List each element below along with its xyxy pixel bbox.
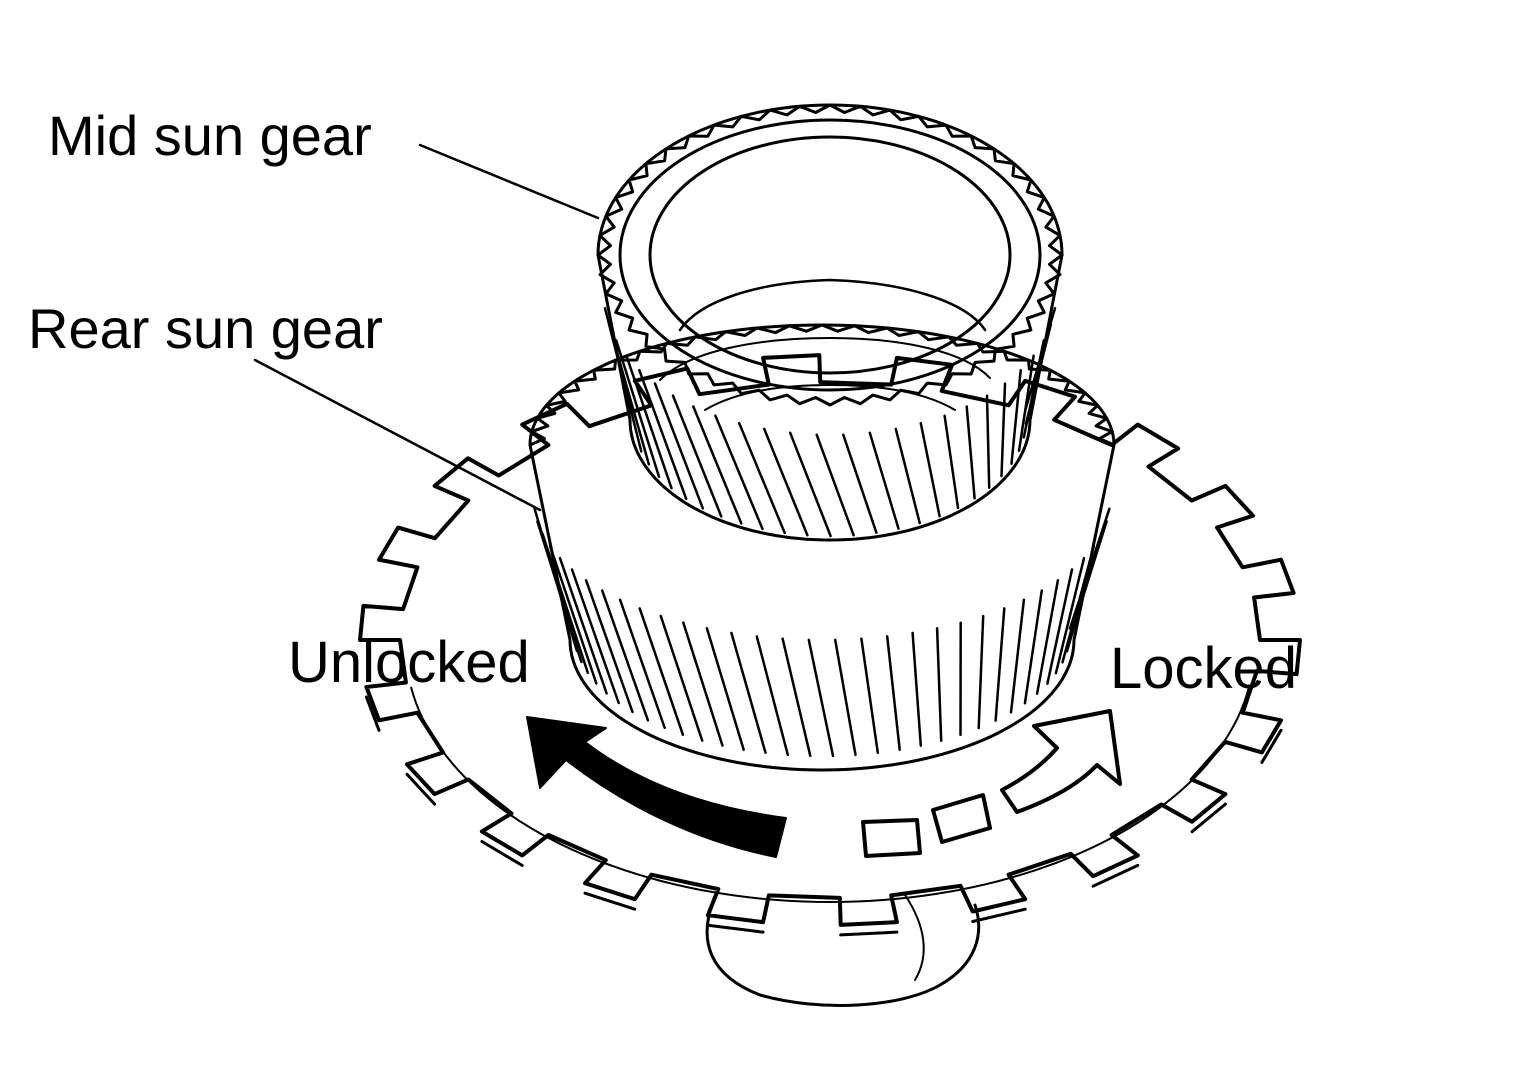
- rear-sun-gear-label: Rear sun gear: [28, 297, 383, 360]
- locked-label: Locked: [1110, 636, 1297, 701]
- mid-gear-bore-inner: [678, 278, 987, 332]
- rear-sun-gear-leader: [253, 358, 542, 512]
- mid-gear-inner-step-2: [704, 384, 956, 411]
- retaining-ring: [358, 353, 1302, 937]
- rear-sun-gear: [528, 323, 1116, 772]
- locked-arrow: [861, 709, 1122, 858]
- unlocked-arrow: [526, 716, 787, 858]
- mid-gear-bore-outer: [648, 135, 1012, 375]
- mid-sun-gear-leader: [418, 143, 600, 220]
- unlocked-label: Unlocked: [288, 630, 530, 695]
- mid-sun-gear-label: Mid sun gear: [48, 104, 372, 167]
- mid-sun-gear: [596, 103, 1064, 542]
- mid-gear-inner-step: [659, 337, 991, 381]
- mid-gear-top-rim: [618, 118, 1042, 392]
- bottom-hub: [705, 894, 981, 1007]
